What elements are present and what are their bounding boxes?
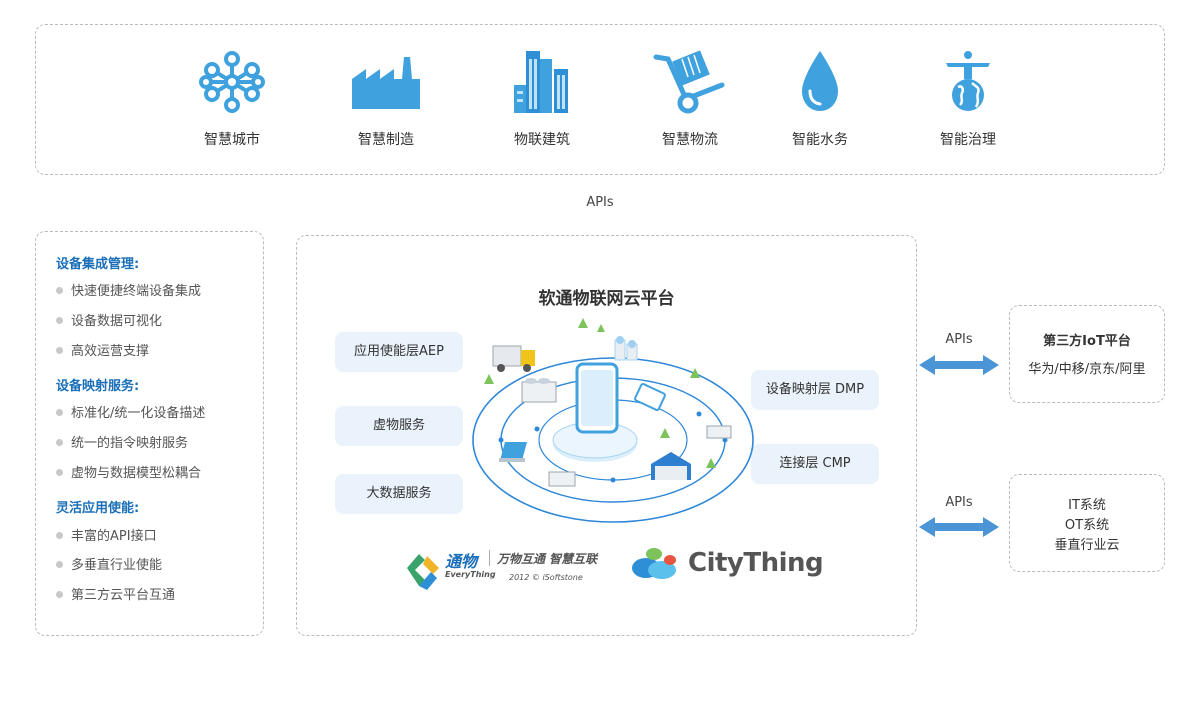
list-item: 多垂直行业使能 bbox=[56, 554, 162, 573]
industry-scenarios-panel: 智慧城市 智慧制造 物联建筑 bbox=[35, 24, 1165, 175]
pill-aep: 应用使能层AEP bbox=[335, 332, 463, 372]
industry-label: 物联建筑 bbox=[514, 132, 570, 148]
bullet-dot-icon bbox=[56, 439, 63, 446]
section-title: 灵活应用使能: bbox=[56, 501, 140, 516]
logo-divider bbox=[489, 550, 490, 566]
everything-logo-copyright: 2012 © iSoftstone bbox=[509, 573, 583, 582]
pill-dmp: 设备映射层 DMP bbox=[751, 370, 879, 410]
bullet-dot-icon bbox=[56, 317, 63, 324]
apis-top-label: APIs bbox=[586, 195, 614, 210]
panel-title: 第三方IoT平台 bbox=[1043, 334, 1131, 349]
bullet-dot-icon bbox=[56, 561, 63, 568]
double-arrow-icon bbox=[917, 514, 1001, 540]
industry-label: 智能水务 bbox=[792, 132, 848, 148]
everything-logo-tagline: 万物互通 智慧互联 bbox=[497, 552, 598, 566]
bullet-dot-icon bbox=[56, 591, 63, 598]
panel-line: 垂直行业云 bbox=[1054, 538, 1120, 553]
everything-logo-sub: EveryThing bbox=[445, 570, 496, 579]
panel-line: IT系统 bbox=[1068, 498, 1106, 513]
bullet-dot-icon bbox=[56, 347, 63, 354]
industry-label: 智能治理 bbox=[940, 132, 996, 148]
apis-label-1: APIs bbox=[945, 332, 973, 347]
platform-title: 软通物联网云平台 bbox=[538, 289, 675, 309]
section-title: 设备映射服务: bbox=[56, 379, 140, 394]
industry-label: 智慧物流 bbox=[662, 132, 718, 148]
section-title: 设备集成管理: bbox=[56, 257, 140, 272]
double-arrow-icon bbox=[917, 352, 1001, 378]
bullet-dot-icon bbox=[56, 532, 63, 539]
panel-line: OT系统 bbox=[1064, 518, 1110, 533]
list-item: 快速便捷终端设备集成 bbox=[56, 280, 201, 299]
enterprise-systems-panel: IT系统 OT系统 垂直行业云 bbox=[1009, 474, 1165, 572]
factory-icon bbox=[348, 49, 424, 115]
apis-label-2: APIs bbox=[945, 495, 973, 510]
bullet-dot-icon bbox=[56, 409, 63, 416]
pill-big-data: 大数据服务 bbox=[335, 474, 463, 514]
list-item: 丰富的API接口 bbox=[56, 525, 157, 544]
list-item: 高效运营支撑 bbox=[56, 340, 149, 359]
citything-logo-mark-icon bbox=[632, 548, 676, 579]
list-item: 第三方云平台互通 bbox=[56, 584, 175, 603]
iot-platform-illustration bbox=[467, 314, 757, 526]
everything-logo: 通物 万物互通 智慧互联 EveryThing 2012 © iSoftston… bbox=[405, 546, 610, 590]
features-panel: 设备集成管理: 快速便捷终端设备集成 设备数据可视化 高效运营支撑 设备映射服务… bbox=[35, 231, 264, 636]
everything-logo-name: 通物 bbox=[445, 552, 478, 571]
bullet-dot-icon bbox=[56, 469, 63, 476]
industry-label: 智慧城市 bbox=[204, 132, 260, 148]
list-item: 标准化/统一化设备描述 bbox=[56, 402, 205, 421]
citything-logo-text: CityThing bbox=[688, 548, 824, 578]
list-item: 统一的指令映射服务 bbox=[56, 432, 188, 451]
third-party-iot-panel: 第三方IoT平台 华为/中移/京东/阿里 bbox=[1009, 305, 1165, 403]
citything-logo: CityThing bbox=[630, 542, 825, 586]
network-nodes-icon bbox=[194, 49, 270, 115]
hand-truck-icon bbox=[652, 49, 728, 115]
panel-line: 华为/中移/京东/阿里 bbox=[1028, 362, 1146, 377]
buildings-icon bbox=[504, 49, 580, 115]
industry-label: 智慧制造 bbox=[358, 132, 414, 148]
platform-panel: 软通物联网云平台 应用使能层AEP 虚物服务 大数据服务 设备映射层 DMP 连… bbox=[296, 235, 917, 636]
list-item: 虚物与数据模型松耦合 bbox=[56, 462, 201, 481]
pill-cmp: 连接层 CMP bbox=[751, 444, 879, 484]
bullet-dot-icon bbox=[56, 287, 63, 294]
globe-figure-icon bbox=[930, 49, 1006, 115]
list-item: 设备数据可视化 bbox=[56, 310, 162, 329]
everything-logo-mark-icon bbox=[407, 554, 439, 590]
water-drop-icon bbox=[782, 49, 858, 115]
pill-virtual-service: 虚物服务 bbox=[335, 406, 463, 446]
